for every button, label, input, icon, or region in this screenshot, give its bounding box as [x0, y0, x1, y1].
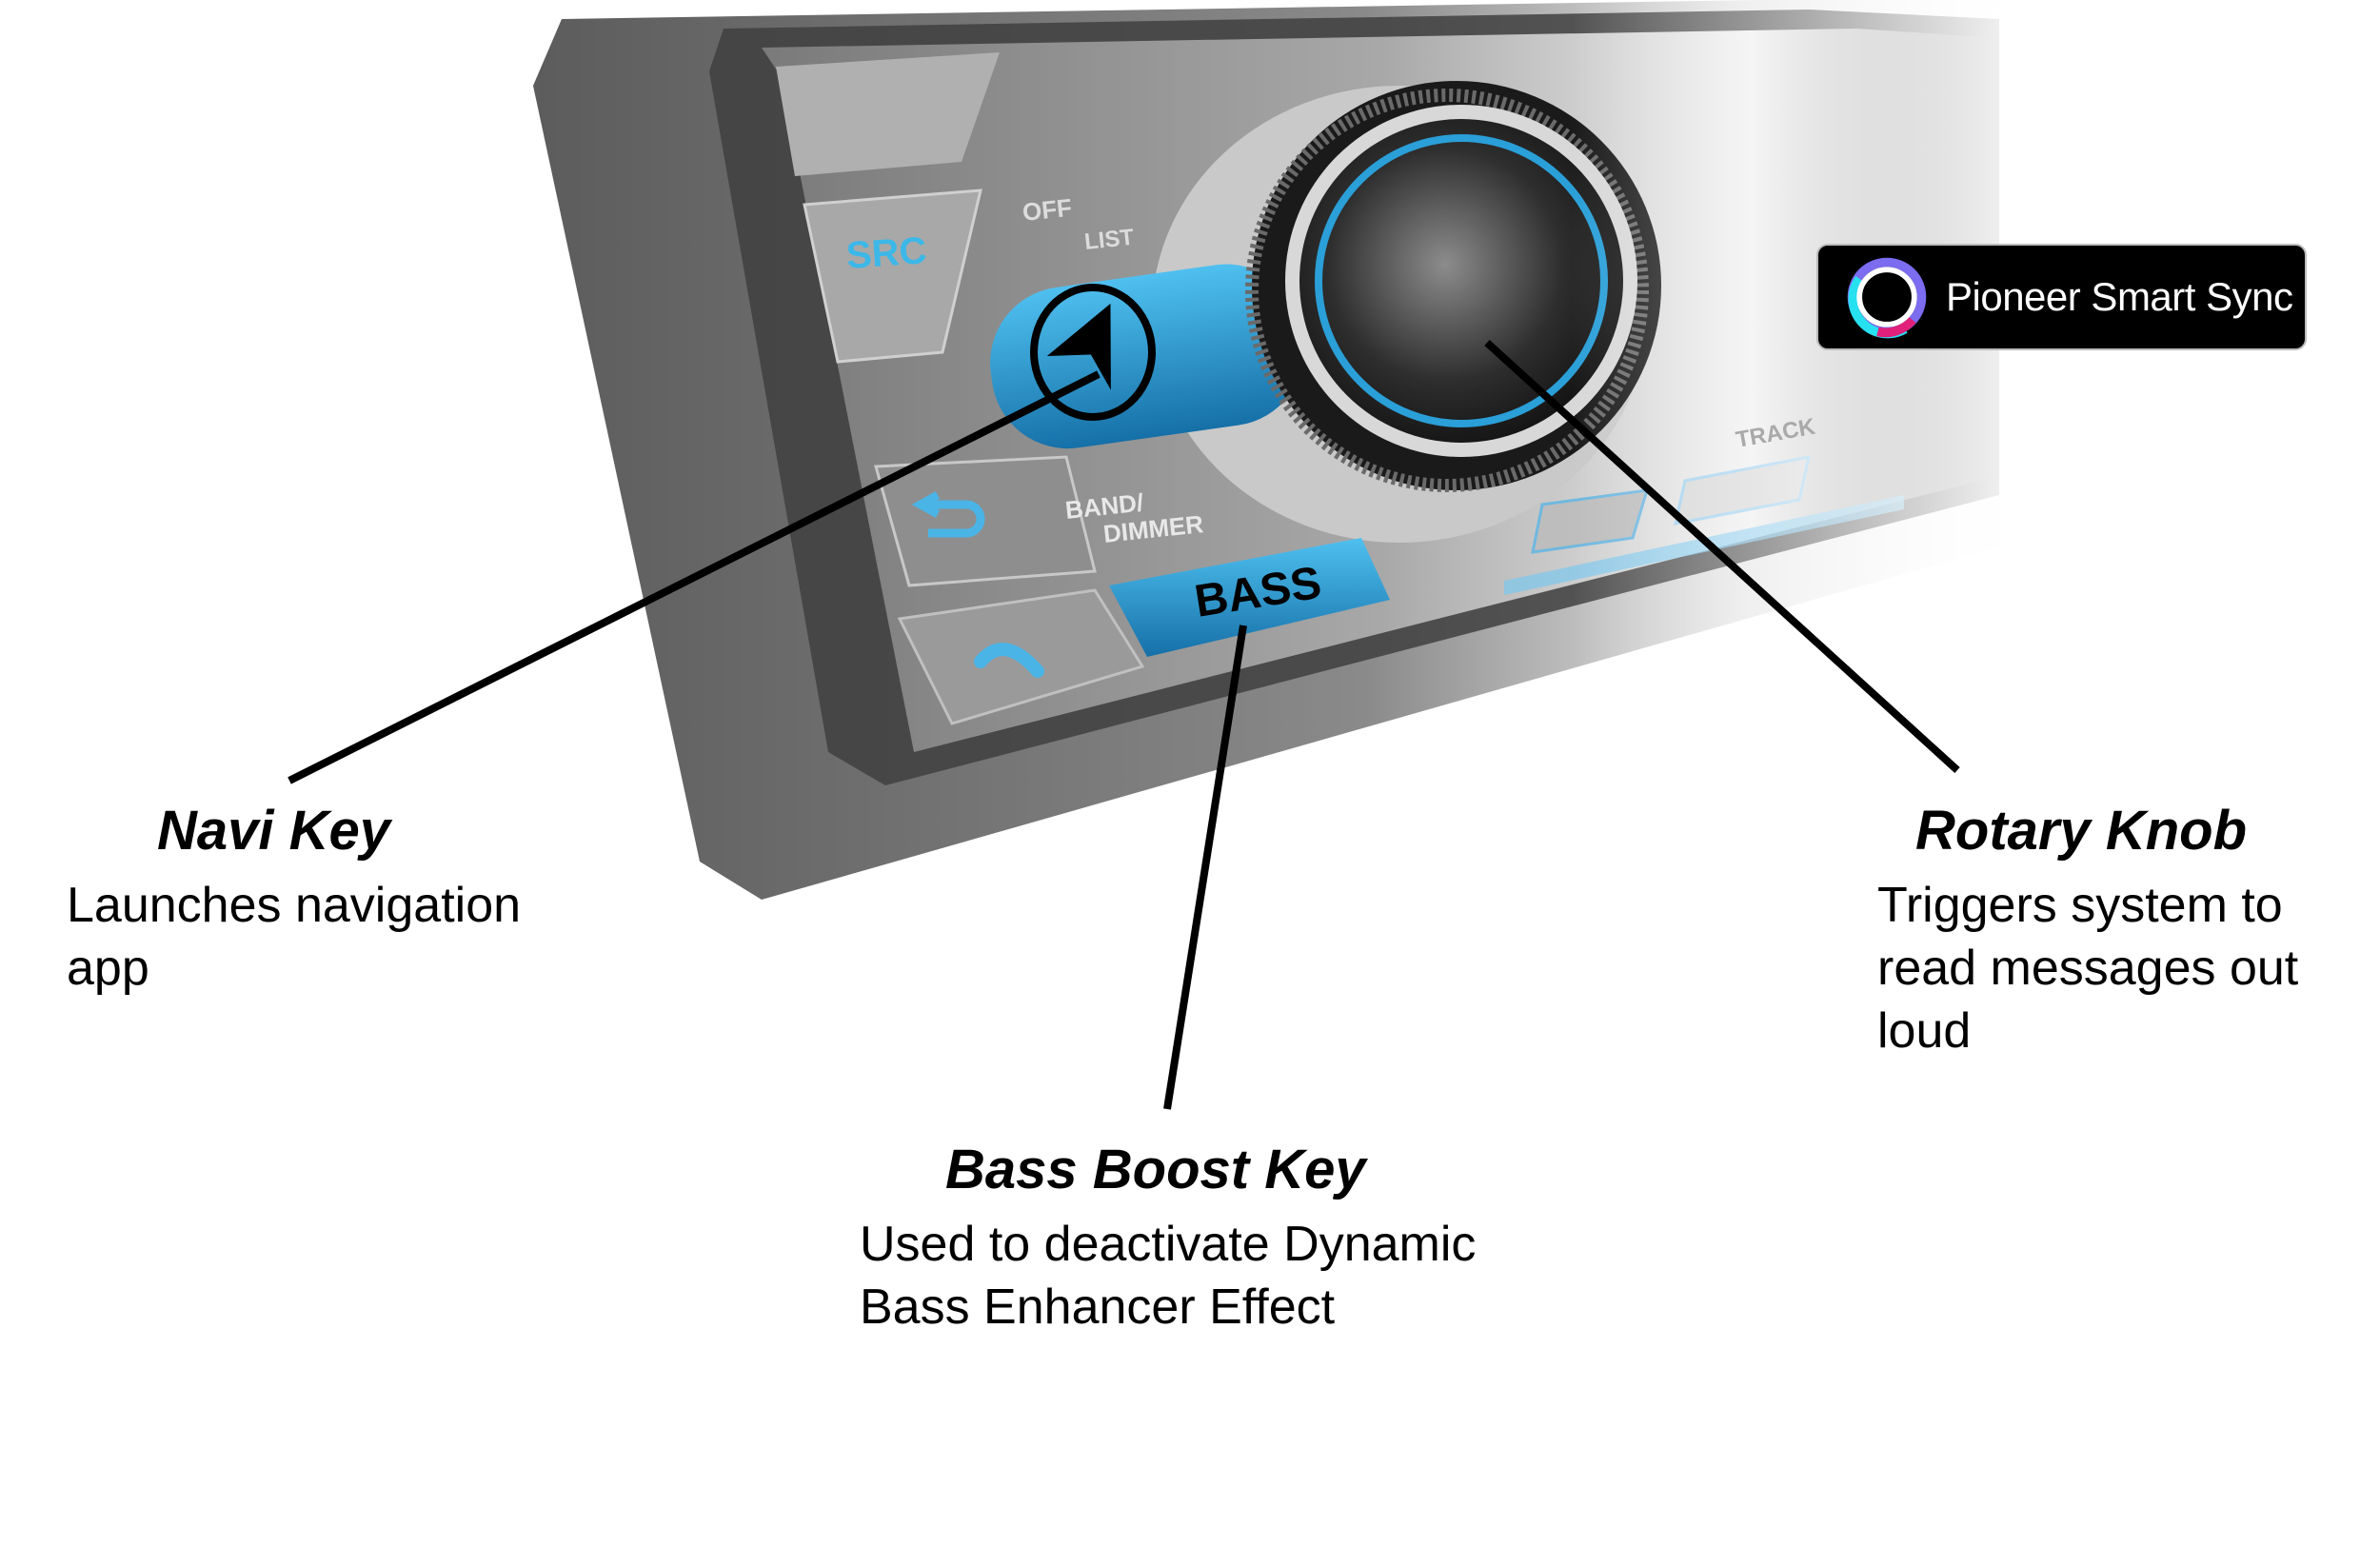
navigation-arrow-icon: [1046, 303, 1111, 390]
rotary-knob-callout: Rotary Knob Triggers system to read mess…: [1877, 800, 2353, 1062]
navi-key-title: Navi Key: [157, 800, 391, 862]
rotary-knob-description: Triggers system to read messages out lou…: [1877, 878, 2299, 1059]
list-label: LIST: [1083, 225, 1136, 255]
off-label: OFF: [1021, 193, 1073, 227]
rotary-knob[interactable]: [1245, 81, 1661, 492]
rotary-knob-title: Rotary Knob: [1915, 800, 2247, 862]
bass-boost-key-title: Bass Boost Key: [945, 1139, 1366, 1200]
bass-boost-key-description: Used to deactivate Dynamic Bass Enhancer…: [860, 1217, 1477, 1335]
bass-leader-line: [1163, 625, 1247, 1110]
navi-key-button[interactable]: [981, 254, 1314, 458]
pioneer-smart-sync-logo: Pioneer Smart Sync: [1816, 244, 2307, 350]
logo-text: Pioneer Smart Sync: [1946, 274, 2293, 319]
bass-boost-key-callout: Bass Boost Key Used to deactivate Dynami…: [860, 1139, 1545, 1339]
back-arrow-icon: [911, 491, 985, 538]
src-button[interactable]: [803, 188, 982, 364]
src-label: SRC: [845, 229, 928, 277]
navi-key-description: Launches navigation app: [67, 878, 522, 996]
smart-sync-logo-icon: [1847, 257, 1927, 339]
back-button[interactable]: [874, 455, 1097, 587]
bass-key-button[interactable]: BASS: [1109, 538, 1390, 657]
navi-key-ring: [1030, 284, 1156, 421]
knob-face: [1299, 119, 1623, 443]
navi-leader-line: [288, 370, 1101, 784]
bass-key-body: [1109, 538, 1390, 657]
navi-key-body: [990, 264, 1304, 449]
right-fade-overlay: [1571, 0, 2047, 952]
phone-icon: [974, 643, 1044, 678]
rotary-leader-line: [1484, 340, 1960, 773]
top-left-button[interactable]: [776, 52, 1000, 176]
navi-key-callout: Navi Key Launches navigation app: [67, 800, 600, 1000]
